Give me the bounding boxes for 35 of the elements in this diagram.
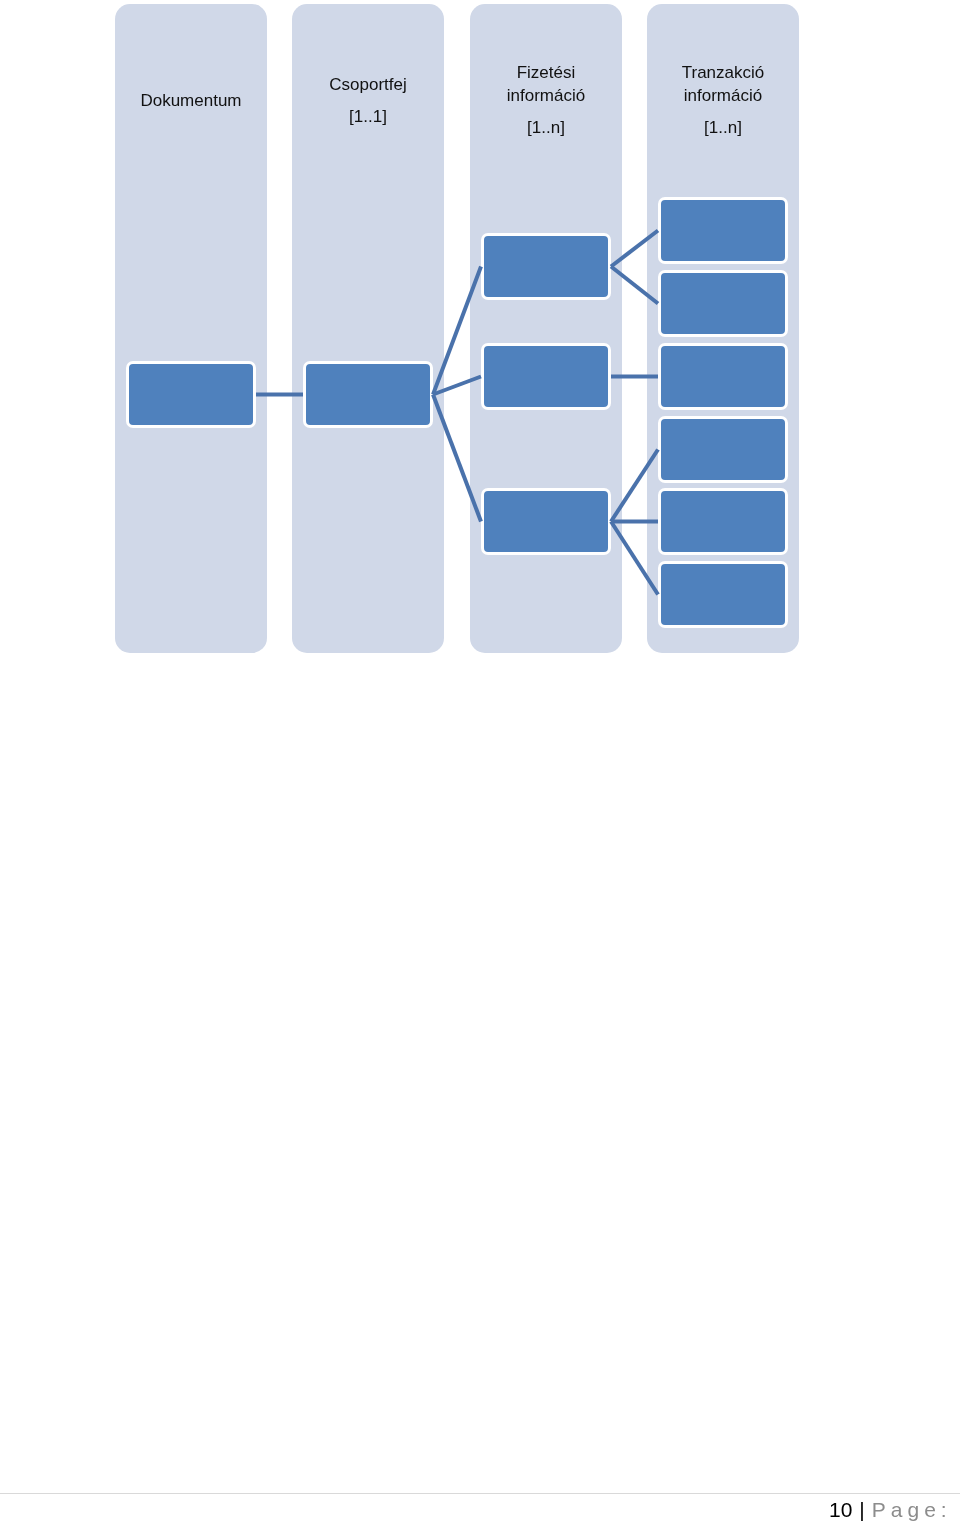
column-heading: Dokumentum bbox=[140, 89, 242, 112]
column-heading: Fizetési információ bbox=[505, 62, 587, 107]
column-heading: Tranzakció információ bbox=[680, 62, 766, 107]
rounded-box bbox=[658, 561, 788, 628]
column-heading: [1..n] bbox=[527, 117, 565, 139]
page-word: Page: bbox=[871, 1497, 952, 1523]
column-band bbox=[115, 4, 267, 653]
connector-line bbox=[611, 374, 658, 379]
rounded-box bbox=[481, 343, 611, 410]
separator: | bbox=[859, 1497, 865, 1523]
rounded-box bbox=[481, 233, 611, 300]
connector-line bbox=[609, 448, 660, 523]
column-band bbox=[292, 4, 444, 653]
page-number: 10 bbox=[829, 1497, 853, 1523]
rounded-box bbox=[303, 361, 433, 428]
rounded-box bbox=[658, 343, 788, 410]
connector-line bbox=[431, 393, 483, 523]
rounded-box bbox=[658, 270, 788, 337]
connector-line bbox=[609, 520, 660, 596]
connector-line bbox=[431, 265, 483, 396]
connector-line bbox=[611, 519, 658, 524]
column-heading: Csoportfej bbox=[329, 73, 407, 96]
connector-line bbox=[256, 392, 303, 397]
rounded-box bbox=[658, 197, 788, 264]
column-band bbox=[647, 4, 799, 653]
connector-line bbox=[609, 228, 660, 269]
column-heading: [1..n] bbox=[704, 117, 742, 139]
rounded-box bbox=[658, 488, 788, 555]
column-band bbox=[470, 4, 622, 653]
connector-line bbox=[432, 374, 482, 397]
connector-line bbox=[609, 264, 660, 306]
rounded-box bbox=[481, 488, 611, 555]
rounded-box bbox=[658, 416, 788, 483]
column-heading: [1..1] bbox=[349, 105, 387, 128]
rounded-box bbox=[126, 361, 256, 428]
